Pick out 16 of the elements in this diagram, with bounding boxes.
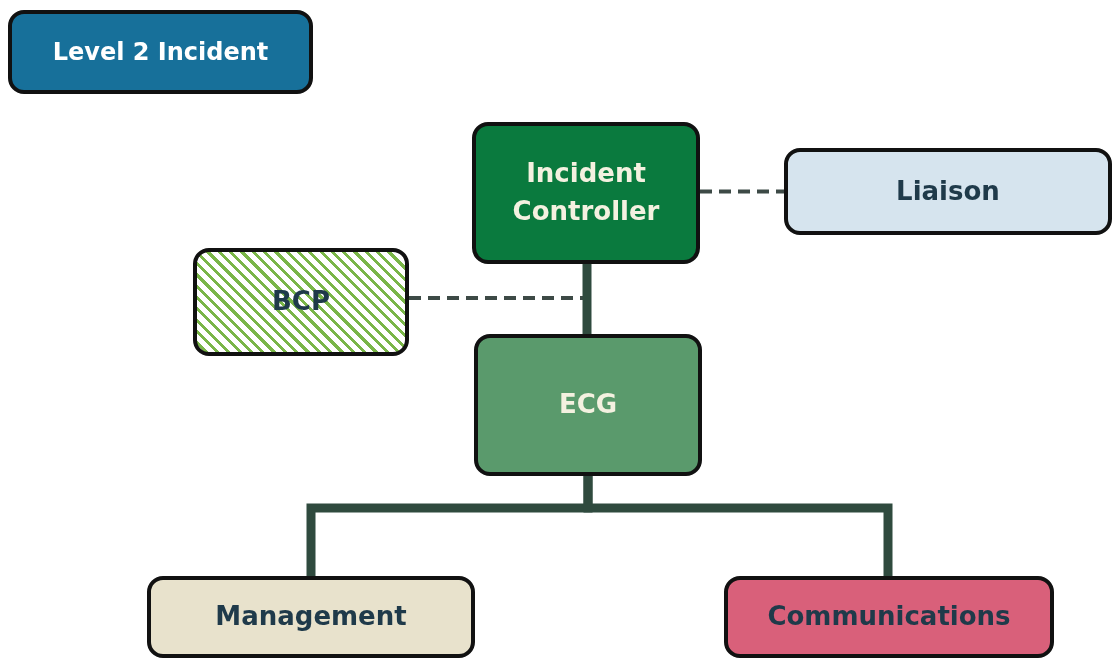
level-box (8, 10, 313, 94)
connector-line (583, 476, 893, 576)
node-label: Level 2 Incident (52, 36, 269, 68)
process-box (474, 334, 702, 476)
connector-line (582, 264, 592, 334)
node-label: Liaison (896, 174, 1000, 208)
process-box (472, 122, 700, 264)
dashed-connector (700, 189, 784, 194)
node-label: ECG (558, 388, 618, 422)
process-box (784, 148, 1112, 235)
node-label: Communications (767, 600, 1011, 634)
hatched-box (193, 248, 409, 356)
process-box (724, 576, 1054, 658)
node-label: Incident Controller (511, 157, 661, 228)
process-box (147, 576, 475, 658)
node-label: Management (215, 600, 407, 634)
